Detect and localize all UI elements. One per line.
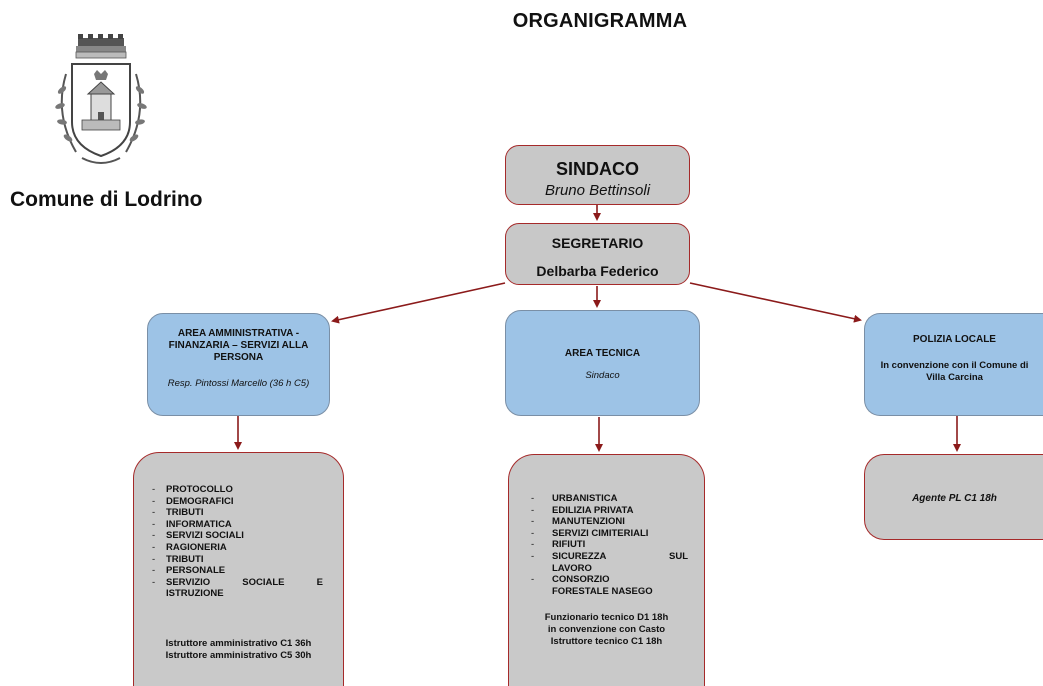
list-item: DEMOGRAFICI <box>144 496 329 508</box>
staff-line: Istruttore amministrativo C1 36h <box>165 637 312 649</box>
staff-line: Funzionario tecnico D1 18h <box>544 612 669 624</box>
area-amministrativa-resp: Resp. Pintossi Marcello (36 h C5) <box>167 378 310 389</box>
segretario-role: SEGRETARIO <box>551 235 644 251</box>
staff-line: in convenzione con Casto <box>547 624 666 636</box>
area-tecnica-box: AREA TECNICA Sindaco <box>505 310 700 416</box>
list-item: INFORMATICA <box>144 519 329 531</box>
arrow-segretario-polizia <box>689 282 862 323</box>
list-item: CONSORZIO FORESTALE NASEGO <box>519 574 694 597</box>
polizia-locale-title: POLIZIA LOCALE <box>913 334 996 345</box>
list-item-word: E <box>316 576 323 588</box>
list-item: RIFIUTI <box>519 539 694 551</box>
list-item: SICUREZZA SUL LAVORO <box>519 551 694 574</box>
staff-line: Istruttore amministrativo C5 30h <box>165 649 312 661</box>
list-item: SERVIZIO SOCIALE E ISTRUZIONE <box>144 577 329 600</box>
list-item-word: FORESTALE NASEGO <box>552 585 653 597</box>
segretario-name: Delbarba Federico <box>536 263 659 279</box>
list-item: EDILIZIA PRIVATA <box>519 505 694 517</box>
staff-line: Istruttore tecnico C1 18h <box>550 636 663 648</box>
list-item: URBANISTICA <box>519 493 694 505</box>
list-item-word: SOCIALE <box>242 576 285 588</box>
list-item-word: CONSORZIO <box>552 574 610 586</box>
staff-line: Agente PL C1 18h <box>912 493 997 504</box>
area-tecnica-resp: Sindaco <box>585 370 620 381</box>
page-title: ORGANIGRAMMA <box>512 10 688 32</box>
list-item-word: ISTRUZIONE <box>166 588 224 600</box>
list-item-word: SICUREZZA <box>552 550 607 562</box>
arrow-segretario-amm <box>331 282 506 324</box>
list-item-word: LAVORO <box>552 562 592 574</box>
list-item-word: SUL <box>669 550 688 562</box>
sindaco-role: SINDACO <box>555 159 639 179</box>
area-amministrativa-title: AREA AMMINISTRATIVA - FINANZARIA – SERVI… <box>168 328 309 363</box>
comune-name: Comune di Lodrino <box>10 188 203 211</box>
list-item: RAGIONERIA <box>144 542 329 554</box>
list-item: MANUTENZIONI <box>519 516 694 528</box>
segretario-box: SEGRETARIO Delbarba Federico <box>505 223 690 285</box>
area-amministrativa-box: AREA AMMINISTRATIVA - FINANZARIA – SERVI… <box>147 313 330 416</box>
polizia-locale-box: POLIZIA LOCALE In convenzione con il Com… <box>864 313 1043 416</box>
area-tecnica-services: URBANISTICA EDILIZIA PRIVATA MANUTENZION… <box>508 454 705 686</box>
list-item: TRIBUTI <box>144 554 329 566</box>
sindaco-box: SINDACO Bruno Bettinsoli <box>505 145 690 205</box>
list-item: PROTOCOLLO <box>144 484 329 496</box>
list-item: TRIBUTI <box>144 507 329 519</box>
sindaco-name: Bruno Bettinsoli <box>544 182 651 199</box>
list-item-word: SERVIZIO <box>166 576 211 588</box>
list-item: PERSONALE <box>144 565 329 577</box>
list-item: SERVIZI SOCIALI <box>144 530 329 542</box>
municipal-crest-icon <box>55 34 147 164</box>
area-tecnica-title: AREA TECNICA <box>564 348 641 359</box>
polizia-locale-staff: Agente PL C1 18h <box>864 454 1043 540</box>
list-item: SERVIZI CIMITERIALI <box>519 528 694 540</box>
polizia-locale-note: In convenzione con il Comune di Villa Ca… <box>880 360 1029 383</box>
area-amministrativa-services: PROTOCOLLO DEMOGRAFICI TRIBUTI INFORMATI… <box>133 452 344 686</box>
